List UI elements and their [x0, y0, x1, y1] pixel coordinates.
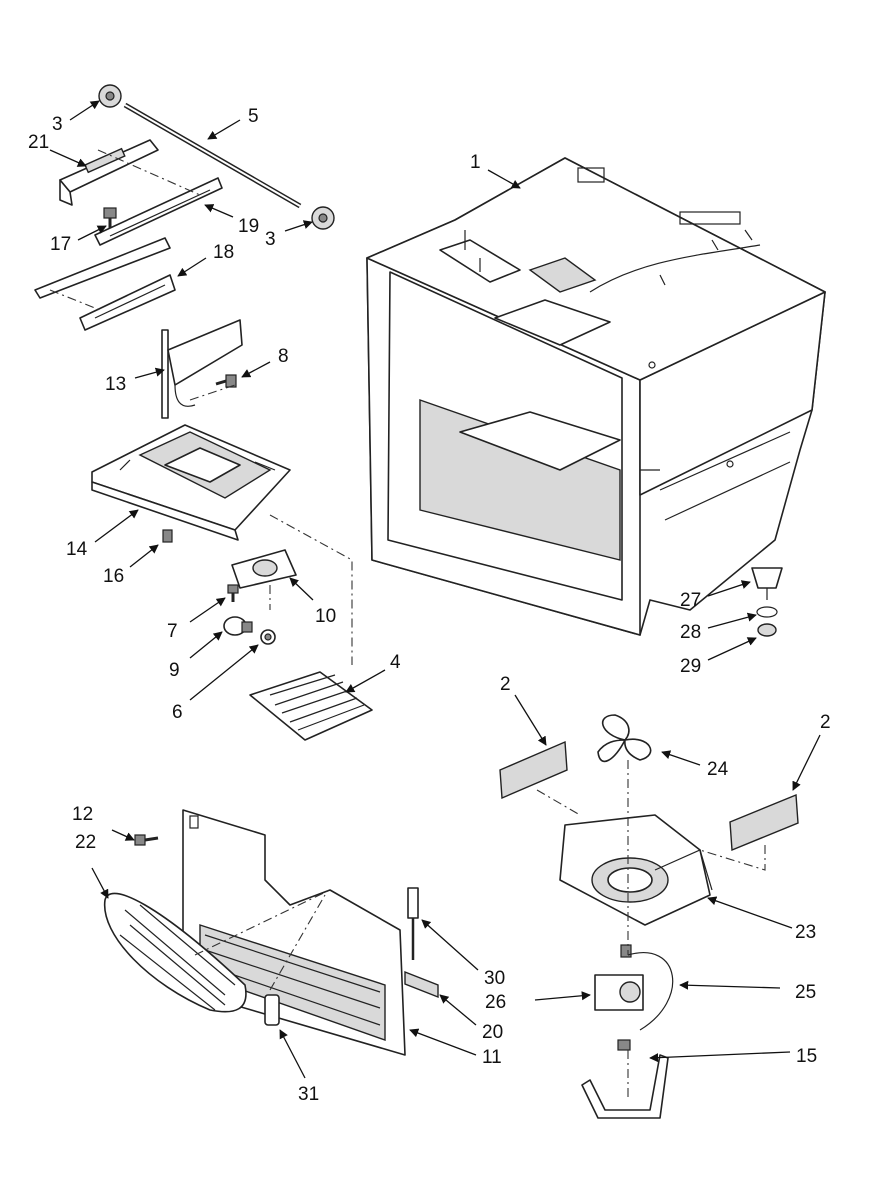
- callout-8: 8: [278, 346, 289, 367]
- part-7-screw: [227, 584, 239, 602]
- callout-18: 18: [213, 242, 234, 263]
- part-29-grommet: [757, 623, 777, 637]
- part-1-liner-housing: [366, 157, 826, 636]
- part-20-foam-strip: [404, 970, 439, 999]
- callout-20: 20: [482, 1022, 503, 1043]
- part-25-wire-harness: [627, 952, 674, 1031]
- callout-3-top: 3: [52, 114, 63, 135]
- callout-labels: 1 2 2 3 3 4 5 6 7 8 9 10 11 12 13 14 15 …: [28, 106, 831, 1105]
- callout-1: 1: [470, 152, 481, 173]
- callout-24: 24: [707, 759, 729, 780]
- callout-31: 31: [298, 1084, 319, 1105]
- callout-21: 21: [28, 132, 49, 153]
- part-22-grille: [103, 892, 247, 1013]
- part-2-seal-left: [499, 740, 568, 800]
- part-21-rail-bracket: [59, 139, 159, 206]
- callout-17: 17: [50, 234, 71, 255]
- callout-11: 11: [482, 1047, 502, 1068]
- callout-7: 7: [167, 621, 178, 642]
- callout-6: 6: [172, 702, 183, 723]
- part-8-screw: [215, 374, 237, 388]
- part-23-fan-shroud: [559, 814, 713, 926]
- part-13-bracket: [161, 319, 243, 419]
- callout-9: 9: [169, 660, 180, 681]
- callout-3-right: 3: [265, 229, 276, 250]
- callout-4: 4: [390, 652, 401, 673]
- callout-13: 13: [105, 374, 126, 395]
- callout-30: 30: [484, 968, 505, 989]
- part-2-seal-right: [729, 793, 799, 852]
- part-14-drawer-frame: [91, 424, 291, 541]
- callout-10: 10: [315, 606, 336, 627]
- part-17-screw: [103, 207, 117, 228]
- part-19-slide-rail: [94, 177, 223, 246]
- part-4-grille-cover: [249, 671, 373, 741]
- part-16-clip: [162, 529, 173, 543]
- callout-2-right: 2: [820, 712, 831, 733]
- part-5-rod: [123, 102, 302, 209]
- part-30-sensor: [407, 887, 419, 960]
- callout-12: 12: [72, 804, 93, 825]
- part-28-o-ring: [756, 606, 778, 618]
- callout-25: 25: [795, 982, 816, 1003]
- part-15-motor-bracket: [581, 1054, 669, 1119]
- leader-arrows: [49, 100, 821, 1079]
- assembly-lines: [49, 149, 766, 1100]
- callout-14: 14: [66, 539, 88, 560]
- part-9-bulb: [223, 616, 253, 636]
- part-10-light-housing: [231, 549, 297, 589]
- callout-19: 19: [238, 216, 259, 237]
- part-24-fan-blade: [597, 714, 652, 763]
- part-3-gear-top: [98, 84, 122, 108]
- callout-28: 28: [680, 622, 701, 643]
- part-31-thermistor: [264, 994, 280, 1026]
- part-12-screw: [134, 834, 159, 846]
- part-18-lower-rail: [34, 237, 176, 331]
- part-27-bulb-housing: [751, 567, 783, 600]
- callout-29: 29: [680, 656, 701, 677]
- part-6-socket: [260, 629, 276, 645]
- callout-16: 16: [103, 566, 124, 587]
- callout-23: 23: [795, 922, 816, 943]
- part-3-gear-right: [311, 206, 335, 230]
- callout-2-left: 2: [500, 674, 511, 695]
- callout-22: 22: [75, 832, 96, 853]
- part-26-fan-motor: [594, 944, 644, 1051]
- callout-27: 27: [680, 590, 701, 611]
- part-11-rear-panel: [182, 809, 406, 1056]
- callout-5: 5: [248, 106, 259, 127]
- callout-26: 26: [485, 992, 506, 1013]
- callout-15: 15: [796, 1046, 817, 1067]
